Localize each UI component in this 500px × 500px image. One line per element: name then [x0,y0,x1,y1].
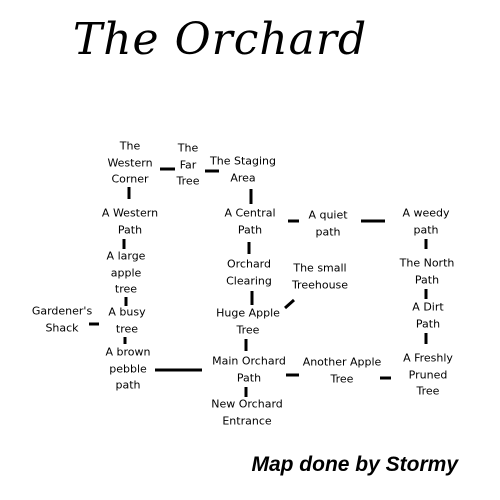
room-label-line: The Staging [210,154,276,168]
room-label-line: A quiet [308,208,348,222]
room-weedy-path: A weedy path [402,206,449,239]
room-label-line: Huge Apple [216,306,280,320]
room-label-line: Main Orchard [212,354,286,368]
room-label-line: Gardener's [31,304,93,318]
room-label-line: A Freshly [403,351,453,365]
room-label-line: Tree [416,384,440,398]
room-label-line: Path [236,371,262,384]
room-label-line: Path [237,223,263,236]
room-label-line: New Orchard [211,397,283,411]
room-large-apple-tree: A large apple tree [107,248,146,298]
room-label-line: A Western [101,206,159,220]
room-label-line: tree [115,322,139,335]
room-label-line: pebble [109,361,147,375]
map-title: The Orchard [72,14,368,65]
room-label-line: The North [399,256,455,270]
room-label-line: Western [107,155,153,169]
room-label-line: Tree [330,372,354,385]
room-label-line: Entrance [222,414,272,427]
room-label-line: Clearing [226,274,272,287]
room-label-line: Path [414,273,440,286]
room-brown-pebble-path: A brown pebble path [106,344,151,394]
room-label-line: The [119,139,141,153]
room-label-line: A busy [108,305,146,319]
room-label-line: Tree [176,174,200,188]
room-label-line: Another Apple [302,355,382,369]
room-busy-tree: A busy tree [108,305,145,338]
room-label-line: The [177,141,199,155]
room-label-line: Path [415,317,441,330]
room-label-line: Treehouse [291,278,349,291]
room-label-line: Shack [45,321,79,334]
room-label-line: Area [230,171,256,184]
map-credit: Map done by Stormy [251,453,458,476]
room-label-line: A Central [224,206,276,220]
room-label-line: Far [179,157,197,171]
room-label-line: Orchard [226,257,271,271]
room-label-line: Path [117,223,143,236]
room-label-line: Corner [111,172,149,186]
room-label-line: The small [293,261,347,275]
room-label-line: A weedy [402,206,450,220]
room-label-line: path [315,225,341,238]
room-label-line: Tree [236,323,260,336]
room-label-line: A brown [105,345,151,359]
room-label-line: Pruned [408,367,448,381]
room-label-line: tree [114,282,138,296]
room-quiet-path: A quiet path [308,208,347,241]
room-label-line: path [413,223,439,236]
room-label-line: apple [110,265,142,279]
room-label-line: path [115,378,141,392]
room-label-line: A large [106,249,146,263]
link-small-treehouse-huge-apple-tree [284,298,295,310]
room-label-line: A Dirt [412,300,444,314]
